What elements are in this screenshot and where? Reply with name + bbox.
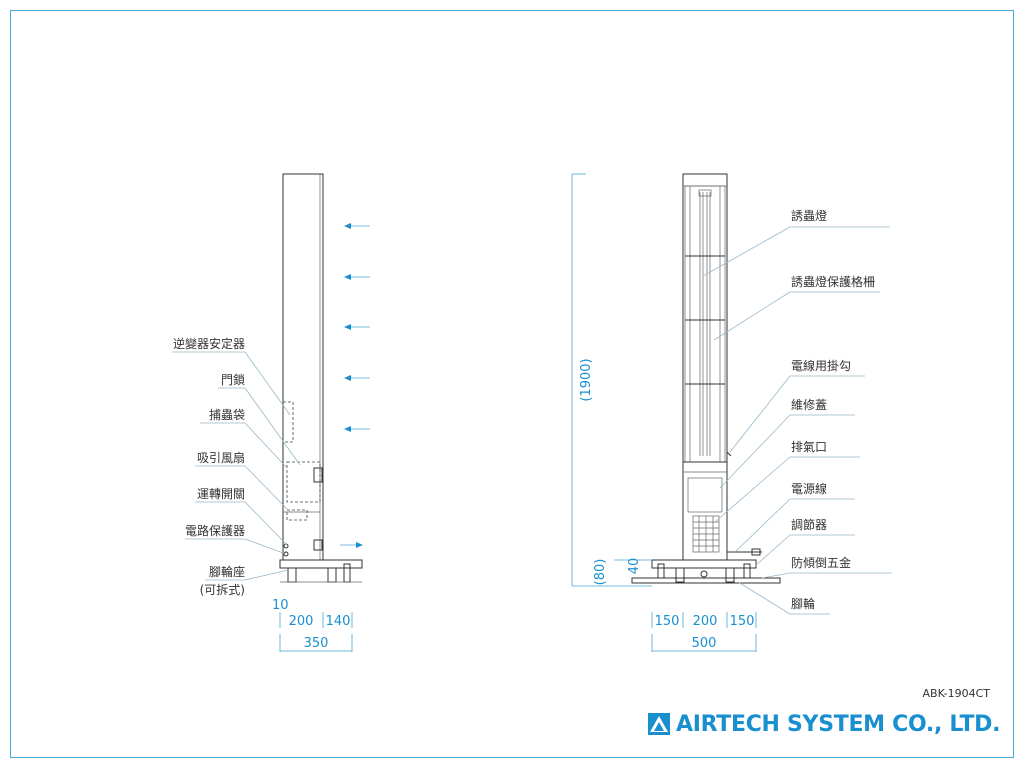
side-bracket — [313, 539, 323, 551]
label-insect-lamp: 誘蟲燈 — [791, 208, 827, 223]
model-number: ABK-1904CT — [922, 687, 991, 700]
front-view: 誘蟲燈 誘蟲燈保護格柵 電線用掛勾 維修蓋 排氣口 電源線 調節器 防傾倒五金 … — [571, 173, 892, 652]
label-lamp-guard: 誘蟲燈保護格柵 — [791, 274, 875, 289]
label-maintenance-cover: 維修蓋 — [791, 397, 827, 412]
caster-right — [343, 563, 351, 583]
label-removable: (可拆式) — [200, 582, 245, 597]
side-dimensions: 10 200 140 350 — [272, 598, 353, 652]
brand-name: AIRTECH SYSTEM CO., LTD. — [676, 711, 1001, 737]
label-power-cord: 電源線 — [791, 481, 827, 496]
label-caster: 腳輪 — [791, 596, 815, 611]
label-run-switch: 運轉開關 — [197, 487, 245, 501]
front-dimensions: (1900) (80) 40 150 200 150 500 — [571, 173, 757, 652]
side-base-plate — [279, 559, 363, 569]
exhaust-grille — [693, 516, 719, 552]
label-circuit-breaker: 電路保護器 — [185, 523, 245, 538]
label-door-lock: 門鎖 — [221, 372, 245, 387]
label-inverter-ballast: 逆變器安定器 — [173, 336, 245, 351]
dim-front-150-left: 150 — [655, 614, 680, 629]
dim-side-140: 140 — [326, 614, 351, 629]
dim-side-total: 350 — [304, 636, 329, 651]
side-leaders — [172, 351, 301, 581]
label-anti-tip: 防傾倒五金 — [791, 555, 851, 570]
front-caster-right — [725, 567, 735, 583]
lamp-guard-grille — [684, 185, 726, 463]
dim-height: (1900) — [579, 358, 594, 401]
front-column-body — [682, 173, 728, 561]
brand-logo: AIRTECH SYSTEM CO., LTD. — [648, 711, 1000, 737]
breaker-knob — [283, 543, 289, 549]
caster-left — [287, 567, 297, 583]
anti-tip-bracket — [631, 577, 781, 584]
airflow-arrows — [340, 223, 370, 548]
label-adjuster: 調節器 — [791, 517, 827, 532]
label-exhaust: 排氣口 — [791, 440, 827, 454]
front-base-plate — [651, 559, 757, 569]
label-insect-bag: 捕蟲袋 — [209, 407, 245, 422]
door-lock — [313, 467, 323, 483]
dim-base-height: (80) — [593, 559, 608, 586]
dim-front-total: 500 — [692, 636, 717, 651]
inverter-box — [282, 401, 294, 443]
airtech-triangle-logo-icon — [648, 713, 670, 735]
front-leaders — [702, 226, 892, 615]
dim-base-gap: 40 — [627, 558, 642, 575]
suction-fan — [286, 509, 308, 521]
side-view: 逆變器安定器 門鎖 捕蟲袋 吸引風扇 運轉開關 電路保護器 腳輪座 (可拆式) … — [172, 173, 370, 652]
cable-hook — [726, 451, 732, 457]
label-suction-fan: 吸引風扇 — [197, 450, 245, 465]
dim-side-200: 200 — [289, 614, 314, 629]
front-caster-left — [675, 567, 685, 583]
maintenance-cover — [687, 477, 723, 513]
label-caster-base: 腳輪座 — [209, 564, 245, 579]
power-plug — [751, 548, 761, 556]
dim-front-200: 200 — [693, 614, 718, 629]
dim-front-150-right: 150 — [730, 614, 755, 629]
label-cable-hook: 電線用掛勾 — [791, 358, 851, 373]
caster-mid — [327, 567, 337, 583]
dim-gap: 10 — [272, 598, 289, 613]
drawing-frame — [10, 10, 1014, 758]
